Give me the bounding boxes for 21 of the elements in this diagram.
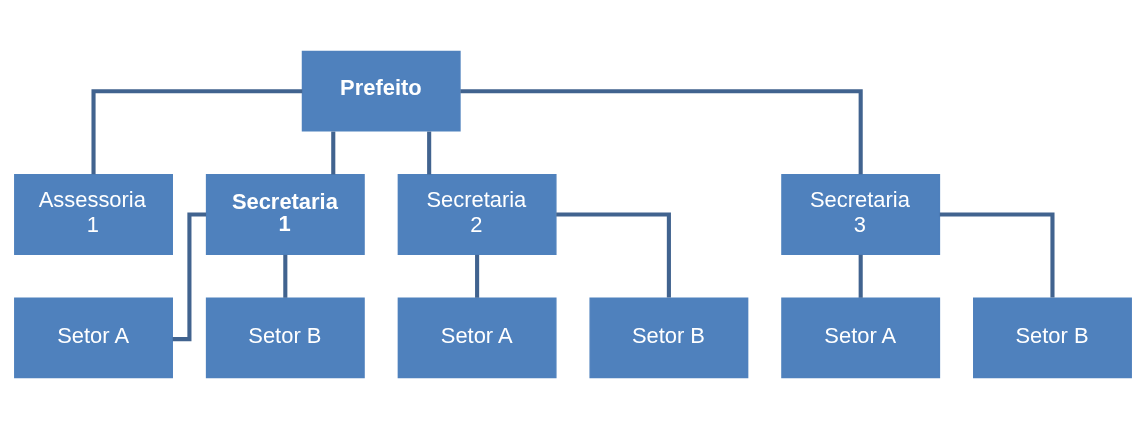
- connector: [172, 211, 207, 341]
- node-box: Setor A: [397, 296, 557, 378]
- connector: [331, 131, 336, 174]
- node-box: Setor B: [205, 296, 365, 378]
- connector: [475, 254, 480, 298]
- node-box: Secretaria 2: [397, 173, 557, 255]
- connector: [460, 88, 863, 174]
- connector: [283, 254, 288, 298]
- connector: [939, 211, 1055, 297]
- node-box: Setor A: [14, 296, 173, 378]
- connector: [858, 254, 863, 298]
- node-box: Setor A: [781, 296, 941, 378]
- node-box: Setor B: [589, 296, 749, 378]
- connector: [91, 88, 303, 174]
- node-box: Setor B: [973, 296, 1132, 378]
- node-box: Assessoria 1: [14, 173, 173, 255]
- connector: [556, 211, 671, 297]
- node-box: Secretaria 3: [781, 173, 941, 255]
- node-box: Prefeito: [301, 50, 461, 132]
- connector: [427, 131, 432, 174]
- node-box: Secretaria 1: [205, 173, 365, 255]
